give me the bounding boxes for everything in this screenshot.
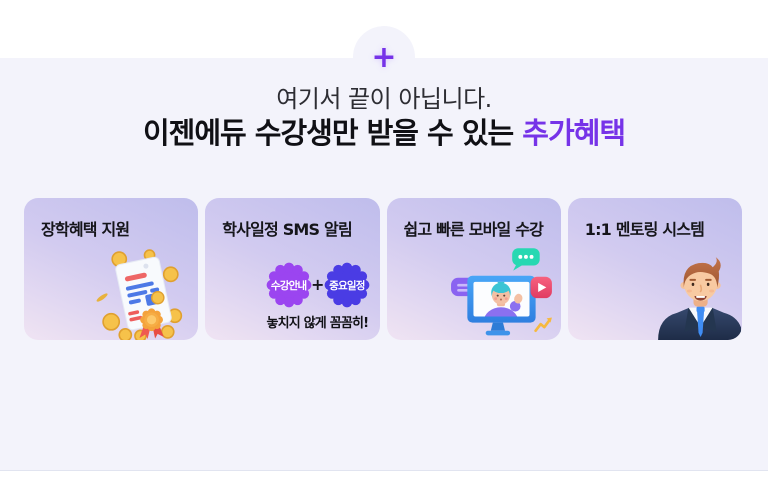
scholarship-certificate-coins-icon	[96, 249, 183, 340]
card-scholarship: 장학혜택 지원	[24, 198, 199, 340]
sms-alert-badges-icon: 수강안내 + 중요일정	[266, 262, 370, 308]
card-mentoring: 1:1 멘토링 시스템	[567, 198, 742, 340]
plus-badge: +	[353, 26, 415, 88]
card-title: 쉽고 빠른 모바일 수강	[403, 220, 544, 239]
card-mobile-learning: 쉽고 빠른 모바일 수강	[386, 198, 561, 340]
badge-label: 수강안내	[270, 279, 307, 292]
benefit-cards: 장학혜택 지원	[24, 198, 742, 340]
card-title: 학사일정 SMS 알림	[222, 220, 352, 239]
badge-label: 중요일정	[329, 279, 365, 292]
heading-line2-text: 이젠에듀 수강생만 받을 수 있는	[142, 116, 523, 150]
card-title: 장학혜택 지원	[41, 220, 130, 239]
plus-icon: +	[371, 40, 397, 75]
badge-important-dates: 중요일정	[324, 262, 370, 308]
heading-accent: 추가혜택	[522, 116, 626, 150]
heading-line1: 여기서 끝이 아닙니다.	[276, 85, 492, 113]
card-sms-alert: 학사일정 SMS 알림 수강안내 + 중요일정 놓치지 않게 꼼꼼히!	[205, 198, 380, 340]
heading-line2: 이젠에듀 수강생만 받을 수 있는 추가혜택	[0, 117, 768, 150]
mobile-video-lecture-icon	[450, 248, 552, 336]
mentor-avatar-icon	[658, 257, 741, 340]
lecturer-on-screen	[483, 281, 523, 317]
card-title: 1:1 멘토링 시스템	[584, 220, 705, 239]
badge-course-guide: 수강안내	[266, 262, 312, 308]
rosette-medal	[139, 308, 164, 339]
section-heading: 여기서 끝이 아닙니다. 이젠에듀 수강생만 받을 수 있는 추가혜택	[0, 86, 768, 150]
plus-separator-icon: +	[311, 275, 325, 294]
card-caption: 놓치지 않게 꼼꼼히!	[266, 316, 369, 331]
